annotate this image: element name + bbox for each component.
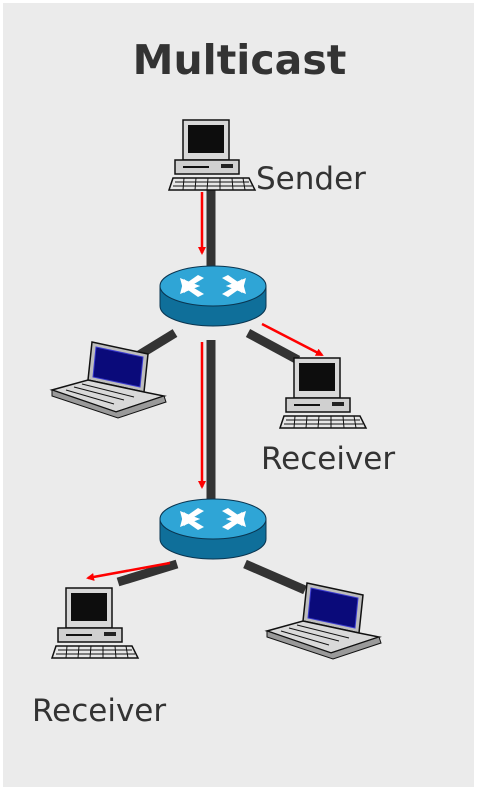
arrow-router2-to-receiver2 bbox=[86, 561, 171, 581]
receiver-computer-icon-2 bbox=[51, 587, 139, 659]
router-icon-2 bbox=[159, 498, 267, 560]
sender-computer-icon bbox=[168, 119, 256, 191]
arrow-router1-to-receiver1 bbox=[261, 322, 324, 357]
receiver-label-1: Receiver bbox=[261, 441, 396, 477]
link-router1-receiver1 bbox=[245, 329, 301, 364]
diagram-title: Multicast bbox=[132, 36, 347, 84]
sender-label: Sender bbox=[256, 161, 366, 197]
multicast-arrows bbox=[86, 192, 324, 581]
link-router2-laptop2 bbox=[243, 559, 307, 595]
link-router2-receiver2 bbox=[116, 559, 179, 587]
router-icon-1 bbox=[159, 265, 267, 327]
receiver-computer-icon-1 bbox=[279, 357, 367, 429]
network-links bbox=[116, 190, 307, 595]
laptop-icon-2 bbox=[266, 582, 382, 660]
receiver-label-2: Receiver bbox=[32, 693, 167, 729]
